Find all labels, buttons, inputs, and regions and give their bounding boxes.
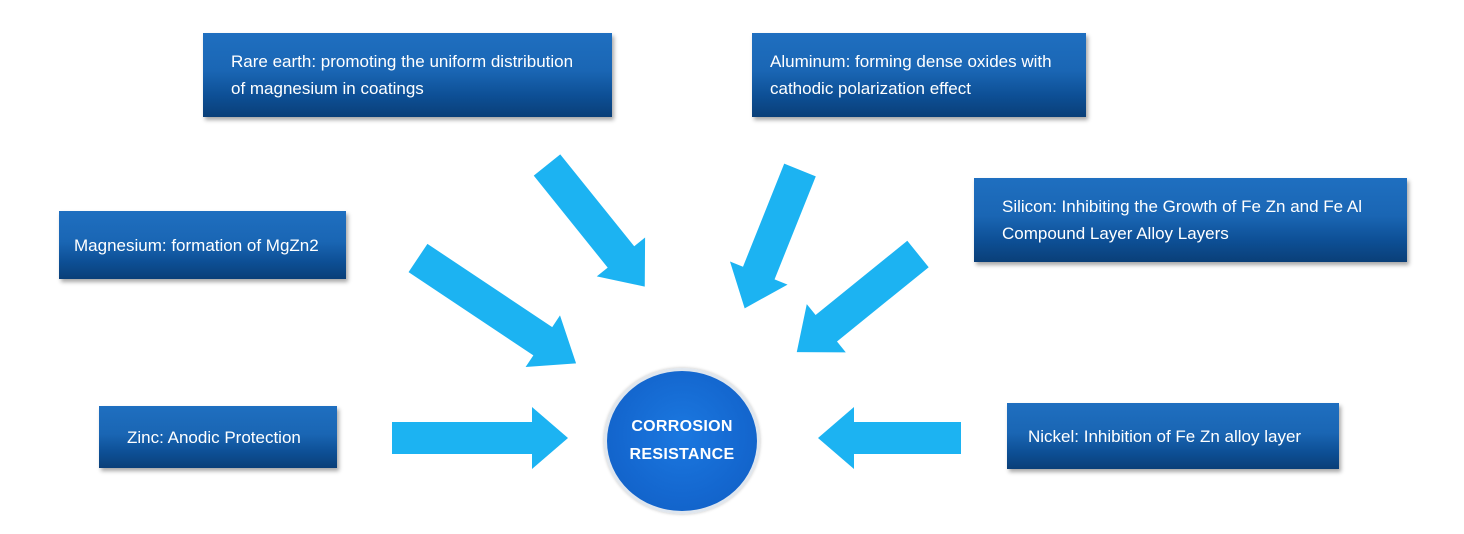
- arrow-silicon: [796, 240, 929, 353]
- center-label-line1: CORROSION: [631, 418, 733, 435]
- factor-box-zinc: Zinc: Anodic Protection: [99, 406, 337, 468]
- arrow-magnesium: [408, 243, 577, 368]
- factor-line: Compound Layer Alloy Layers: [1002, 224, 1229, 243]
- factor-line: of magnesium in coatings: [231, 79, 424, 98]
- factor-line: cathodic polarization effect: [770, 79, 971, 98]
- factor-box-magnesium: Magnesium: formation of MgZn2: [59, 211, 346, 279]
- factor-box-aluminum: Aluminum: forming dense oxides with cath…: [752, 33, 1086, 117]
- center-label-line2: RESISTANCE: [629, 446, 735, 463]
- factor-text-aluminum: Aluminum: forming dense oxides with cath…: [770, 48, 1052, 102]
- factor-line: Silicon: Inhibiting the Growth of Fe Zn …: [1002, 197, 1363, 216]
- arrow-nickel: [818, 407, 961, 469]
- arrow-rare-earth: [533, 154, 646, 287]
- factor-text-rare-earth: Rare earth: promoting the uniform distri…: [231, 48, 573, 102]
- factor-box-nickel: Nickel: Inhibition of Fe Zn alloy layer: [1007, 403, 1339, 469]
- factor-text-silicon: Silicon: Inhibiting the Growth of Fe Zn …: [1002, 193, 1362, 247]
- factor-line: Rare earth: promoting the uniform distri…: [231, 52, 574, 71]
- factor-text-zinc: Zinc: Anodic Protection: [127, 427, 301, 447]
- factor-text-magnesium: Magnesium: formation of MgZn2: [74, 235, 319, 255]
- corrosion-resistance-circle: CORROSION RESISTANCE: [604, 368, 760, 514]
- factor-box-silicon: Silicon: Inhibiting the Growth of Fe Zn …: [974, 178, 1407, 262]
- factor-box-rare-earth: Rare earth: promoting the uniform distri…: [203, 33, 612, 117]
- arrow-aluminum: [729, 163, 816, 309]
- arrow-zinc: [392, 407, 568, 469]
- factor-line: Aluminum: forming dense oxides with: [770, 52, 1052, 71]
- factor-text-nickel: Nickel: Inhibition of Fe Zn alloy layer: [1028, 426, 1302, 446]
